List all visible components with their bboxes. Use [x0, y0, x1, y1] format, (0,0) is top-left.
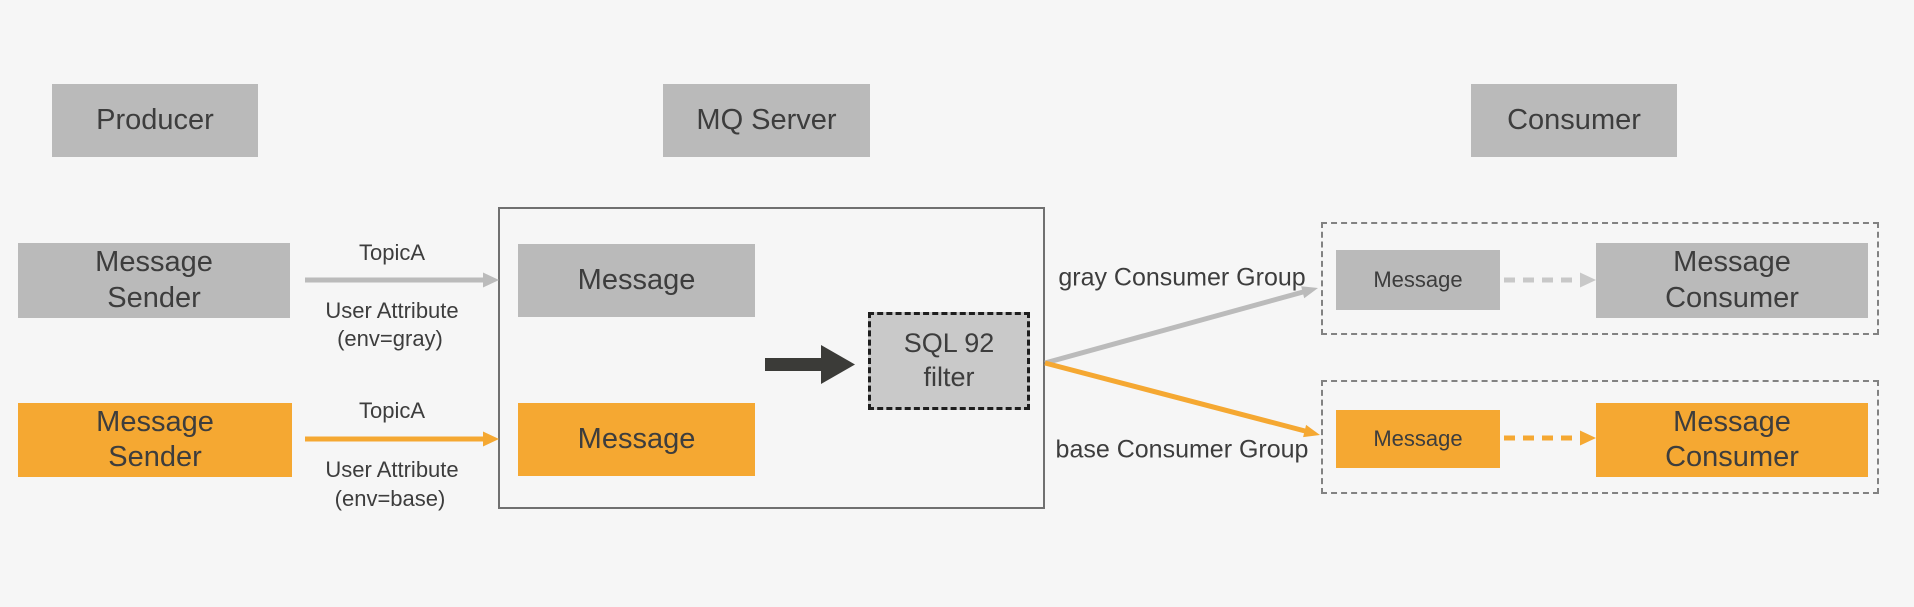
gray-consumer-group-arrow — [1044, 286, 1318, 366]
message-consumer-gray-line1: Message — [1673, 246, 1791, 279]
mq-server-header: MQ Server — [663, 84, 870, 157]
sql92-filter-line1: SQL 92 — [903, 328, 995, 359]
topic-a-base-arrow — [305, 431, 499, 447]
sql92-filter-box: SQL 92 filter — [868, 312, 1030, 410]
message-sender-base-line2: Sender — [108, 441, 202, 473]
consumer-message-base-box: Message — [1336, 410, 1500, 468]
message-consumer-base-box: Message Consumer — [1596, 403, 1868, 477]
mq-message-base-box: Message — [518, 403, 755, 476]
sql92-filter-line2: filter — [923, 362, 975, 392]
env-base-label: (env=base) — [334, 486, 446, 511]
base-consumer-group-container — [1321, 380, 1879, 494]
message-consumer-base-line2: Consumer — [1665, 441, 1799, 473]
env-gray-label: (env=gray) — [337, 326, 443, 351]
mq-message-base-label: Message — [577, 422, 696, 455]
base-consumer-group-label: base Consumer Group — [1055, 435, 1309, 464]
mq-message-gray-label: Message — [577, 263, 696, 296]
message-sender-base-box: Message Sender — [18, 403, 292, 477]
producer-header: Producer — [52, 84, 258, 157]
gray-consumer-group-container — [1321, 222, 1879, 335]
message-consumer-base-line1: Message — [1673, 405, 1791, 438]
mq-server-header-label: MQ Server — [696, 103, 837, 136]
message-sender-gray-line2: Sender — [107, 281, 201, 314]
message-consumer-gray-box: Message Consumer — [1596, 243, 1868, 318]
topic-a-gray-label: TopicA — [358, 240, 426, 265]
gray-consumer-group-label: gray Consumer Group — [1058, 263, 1306, 292]
user-attribute-gray-label: User Attribute — [325, 298, 459, 323]
producer-header-label: Producer — [96, 103, 214, 136]
message-sender-gray-line1: Message — [95, 246, 213, 279]
user-attribute-base-label: User Attribute — [325, 457, 459, 482]
consumer-header-label: Consumer — [1507, 103, 1641, 136]
message-sender-gray-box: Message Sender — [18, 243, 290, 318]
topic-a-base-label: TopicA — [358, 398, 426, 423]
mq-message-gray-box: Message — [518, 244, 755, 317]
consumer-header: Consumer — [1471, 84, 1677, 157]
consumer-message-base-label: Message — [1373, 425, 1463, 451]
message-sender-base-line1: Message — [96, 405, 214, 438]
message-consumer-gray-line2: Consumer — [1665, 281, 1799, 314]
mq-server-container — [498, 207, 1045, 509]
topic-a-gray-arrow — [305, 272, 499, 288]
consumer-message-gray-label: Message — [1373, 266, 1463, 292]
base-consumer-group-arrow — [1044, 360, 1320, 438]
consumer-message-gray-box: Message — [1336, 250, 1500, 310]
